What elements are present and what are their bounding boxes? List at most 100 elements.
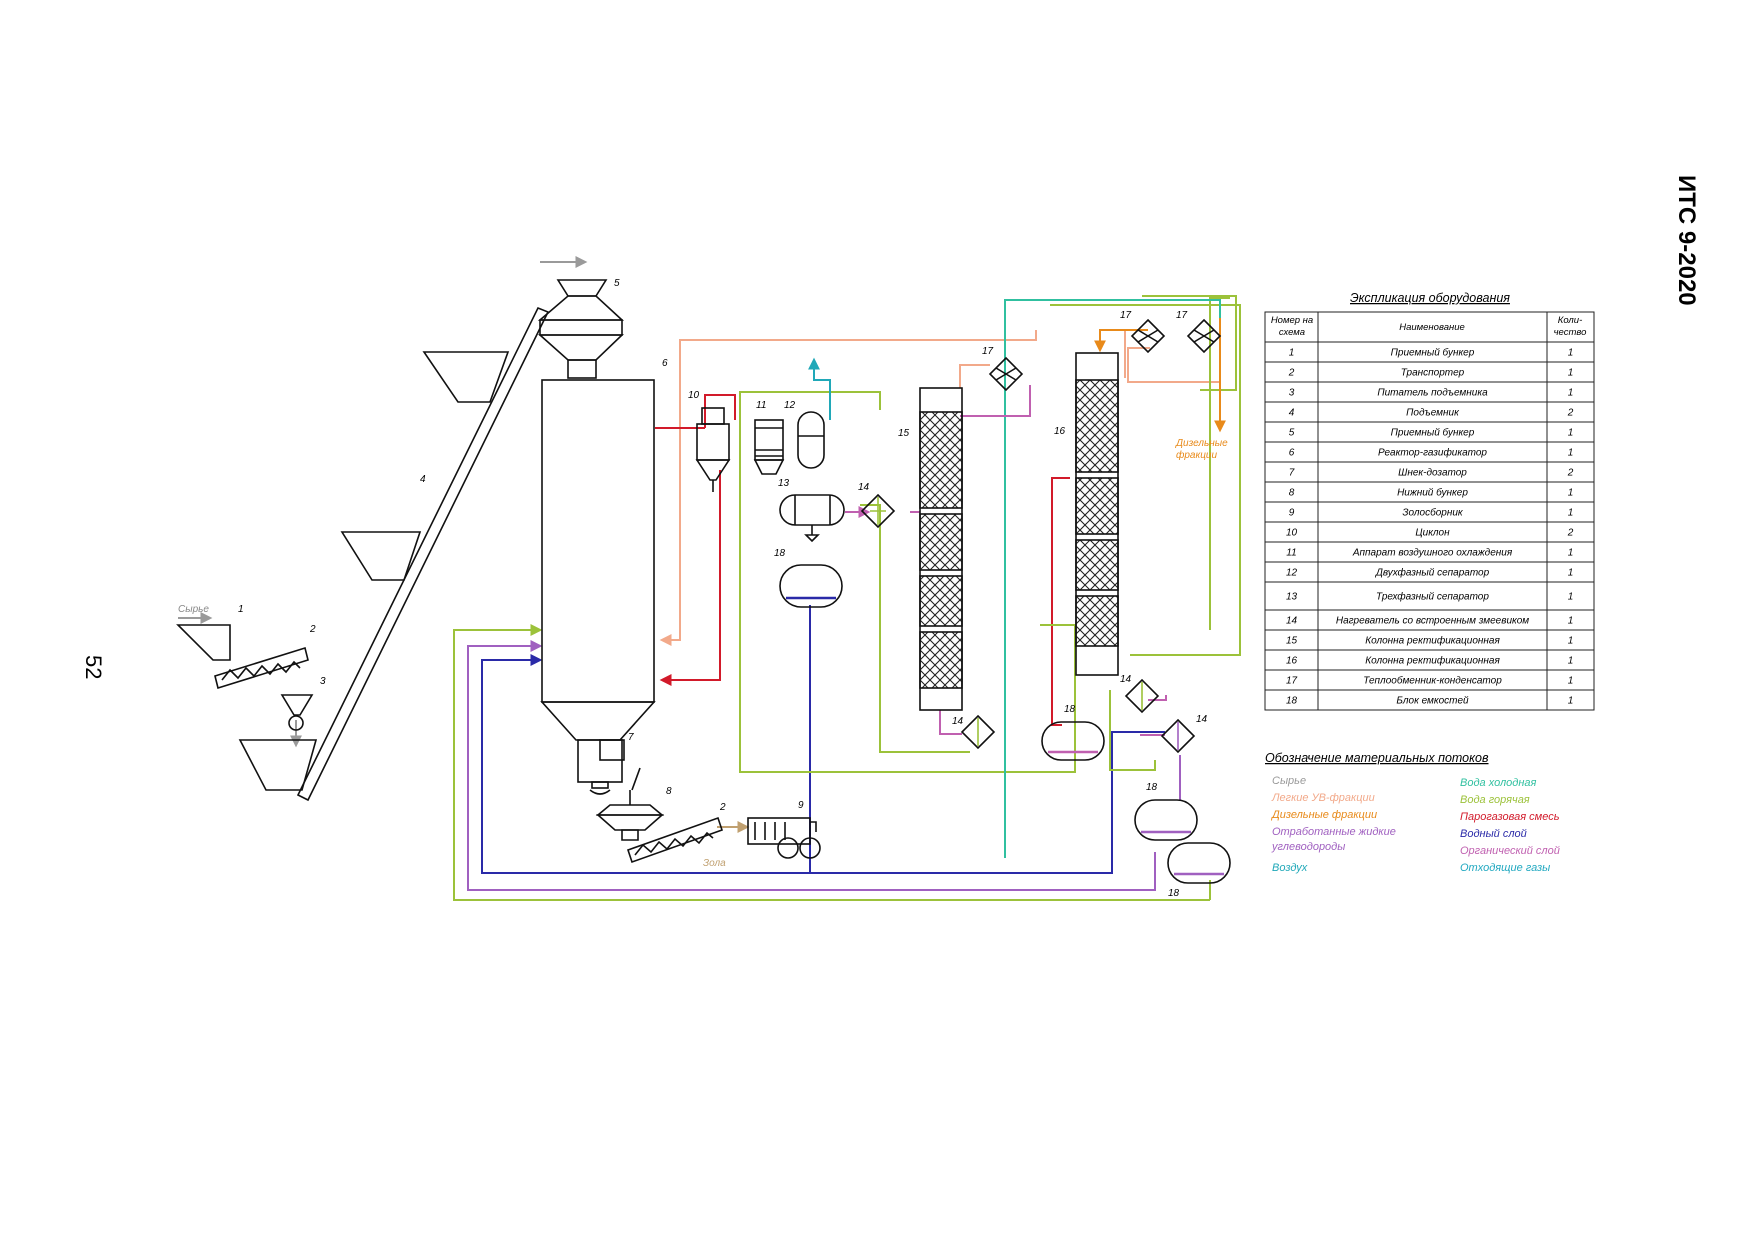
num-18b: 18 — [1064, 704, 1076, 715]
table-cell-name: Шнек-дозатор — [1398, 468, 1467, 479]
table-cell-name: Колонна ректификационная — [1365, 635, 1500, 647]
num-14d: 14 — [1196, 714, 1208, 725]
num-14c: 14 — [1120, 674, 1132, 685]
two-phase-separator-12 — [797, 411, 825, 469]
table-cell-number: 1 — [1289, 348, 1295, 359]
heat-exchanger-17a — [988, 356, 1024, 392]
flow-hot-water-top — [1050, 304, 1241, 656]
table-cell-qty: 1 — [1568, 656, 1574, 667]
flow-water-layer — [481, 605, 811, 874]
table-cell-number: 16 — [1286, 656, 1298, 667]
heater-14b — [960, 714, 996, 750]
document-code: ИТС 9-2020 — [1673, 175, 1700, 306]
table-cell-qty: 1 — [1568, 368, 1574, 379]
flow-organic-layer-4 — [939, 710, 962, 735]
num-18a: 18 — [774, 548, 786, 559]
flow-legend: Обозначение материальных потоков СырьеЛе… — [1265, 751, 1560, 874]
table-cell-qty: 1 — [1568, 592, 1574, 603]
flow-organic-layer-3 — [960, 385, 1031, 417]
equipment-numbers: 1 2 3 4 5 6 7 8 2 9 10 11 12 13 18 14 15… — [238, 278, 1208, 899]
label-diesel-2: фракции — [1176, 449, 1217, 461]
table-cell-number: 14 — [1286, 616, 1298, 627]
table-cell-qty: 1 — [1568, 388, 1574, 399]
table-cell-name: Колонна ректификационная — [1365, 655, 1500, 667]
three-phase-separator-13 — [779, 494, 845, 543]
num-15: 15 — [898, 428, 910, 439]
table-cell-number: 17 — [1286, 676, 1298, 687]
flow-hot-water-loop — [860, 504, 970, 753]
equipment-table-title: Экспликация оборудования — [1350, 291, 1510, 305]
num-11: 11 — [756, 400, 766, 411]
table-cell-number: 13 — [1286, 592, 1298, 603]
legend-item: Дизельные фракции — [1270, 809, 1377, 821]
table-cell-number: 9 — [1289, 508, 1295, 519]
header-name: Наименование — [1399, 322, 1465, 333]
page-number: 52 — [81, 655, 106, 680]
table-cell-qty: 1 — [1568, 508, 1574, 519]
table-cell-qty: 1 — [1568, 676, 1574, 687]
num-3: 3 — [320, 676, 326, 687]
flow-hot-water — [739, 391, 1076, 773]
table-cell-qty: 1 — [1568, 548, 1574, 559]
heater-14a — [860, 493, 896, 529]
table-cell-number: 3 — [1289, 388, 1295, 399]
flow-light-fractions-3 — [959, 364, 990, 388]
flow-hot-water-2 — [1209, 297, 1230, 630]
legend-item: Органический слой — [1460, 845, 1560, 857]
table-cell-number: 12 — [1286, 568, 1298, 579]
num-13: 13 — [778, 478, 790, 489]
flow-water-layer-2 — [810, 731, 1165, 874]
table-cell-name: Аппарат воздушного охлаждения — [1352, 548, 1513, 559]
table-cell-name: Реактор-газификатор — [1378, 447, 1487, 459]
reactor-gasifier-6 — [540, 379, 656, 795]
num-12: 12 — [784, 400, 796, 411]
flow-spent-hc — [467, 640, 1156, 891]
legend-item: Воздух — [1272, 862, 1308, 874]
num-8: 8 — [666, 786, 672, 797]
legend-item: Отходящие газы — [1460, 862, 1550, 874]
table-cell-number: 7 — [1289, 468, 1295, 479]
legend-item: Парогазовая смесь — [1460, 811, 1560, 823]
legend-item: Вода холодная — [1460, 777, 1537, 789]
num-7: 7 — [628, 732, 634, 743]
table-cell-name: Нижний бункер — [1397, 487, 1468, 499]
flow-lines — [178, 256, 1241, 901]
header-qty-2: чество — [1554, 327, 1587, 338]
flow-cold-water — [1004, 299, 1221, 858]
legend-item: Водный слой — [1460, 828, 1527, 840]
heat-exchanger-17c — [1186, 318, 1222, 354]
num-9: 9 — [798, 800, 804, 811]
table-cell-number: 10 — [1286, 528, 1298, 539]
table-cell-name: Золосборник — [1402, 507, 1463, 519]
tank-18a — [779, 564, 843, 608]
num-2: 2 — [309, 624, 316, 635]
table-cell-number: 2 — [1288, 368, 1295, 379]
flow-gas-vapour-return — [659, 470, 721, 686]
rectification-column-16 — [1075, 352, 1119, 676]
table-cell-number: 15 — [1286, 636, 1298, 647]
rectification-column-15 — [919, 387, 963, 711]
table-cell-qty: 1 — [1568, 616, 1574, 627]
cyclone-10 — [695, 407, 731, 492]
flow-legend-title: Обозначение материальных потоков — [1265, 751, 1489, 765]
legend-item: Сырье — [1272, 775, 1306, 787]
flow-hot-water-outer — [453, 624, 1210, 901]
num-17b: 17 — [1120, 310, 1132, 321]
table-cell-name: Приемный бункер — [1391, 427, 1475, 439]
flow-light-fractions-2 — [1127, 347, 1220, 383]
num-6: 6 — [662, 358, 668, 369]
table-cell-number: 8 — [1289, 488, 1295, 499]
table-cell-name: Циклон — [1415, 528, 1450, 539]
header-number-1: Номер на — [1271, 315, 1313, 326]
header-qty-1: Коли- — [1558, 315, 1582, 326]
table-cell-qty: 1 — [1568, 488, 1574, 499]
dosing-screw-7 — [599, 739, 625, 761]
table-cell-number: 5 — [1289, 428, 1295, 439]
screw-conveyor-2b — [626, 816, 724, 864]
ash-collector-9 — [747, 817, 821, 859]
label-ash: Зола — [703, 858, 726, 869]
table-cell-number: 18 — [1286, 696, 1298, 707]
legend-item: Отработанные жидкие — [1272, 826, 1396, 838]
table-cell-qty: 2 — [1567, 528, 1574, 539]
num-17c: 17 — [1176, 310, 1188, 321]
